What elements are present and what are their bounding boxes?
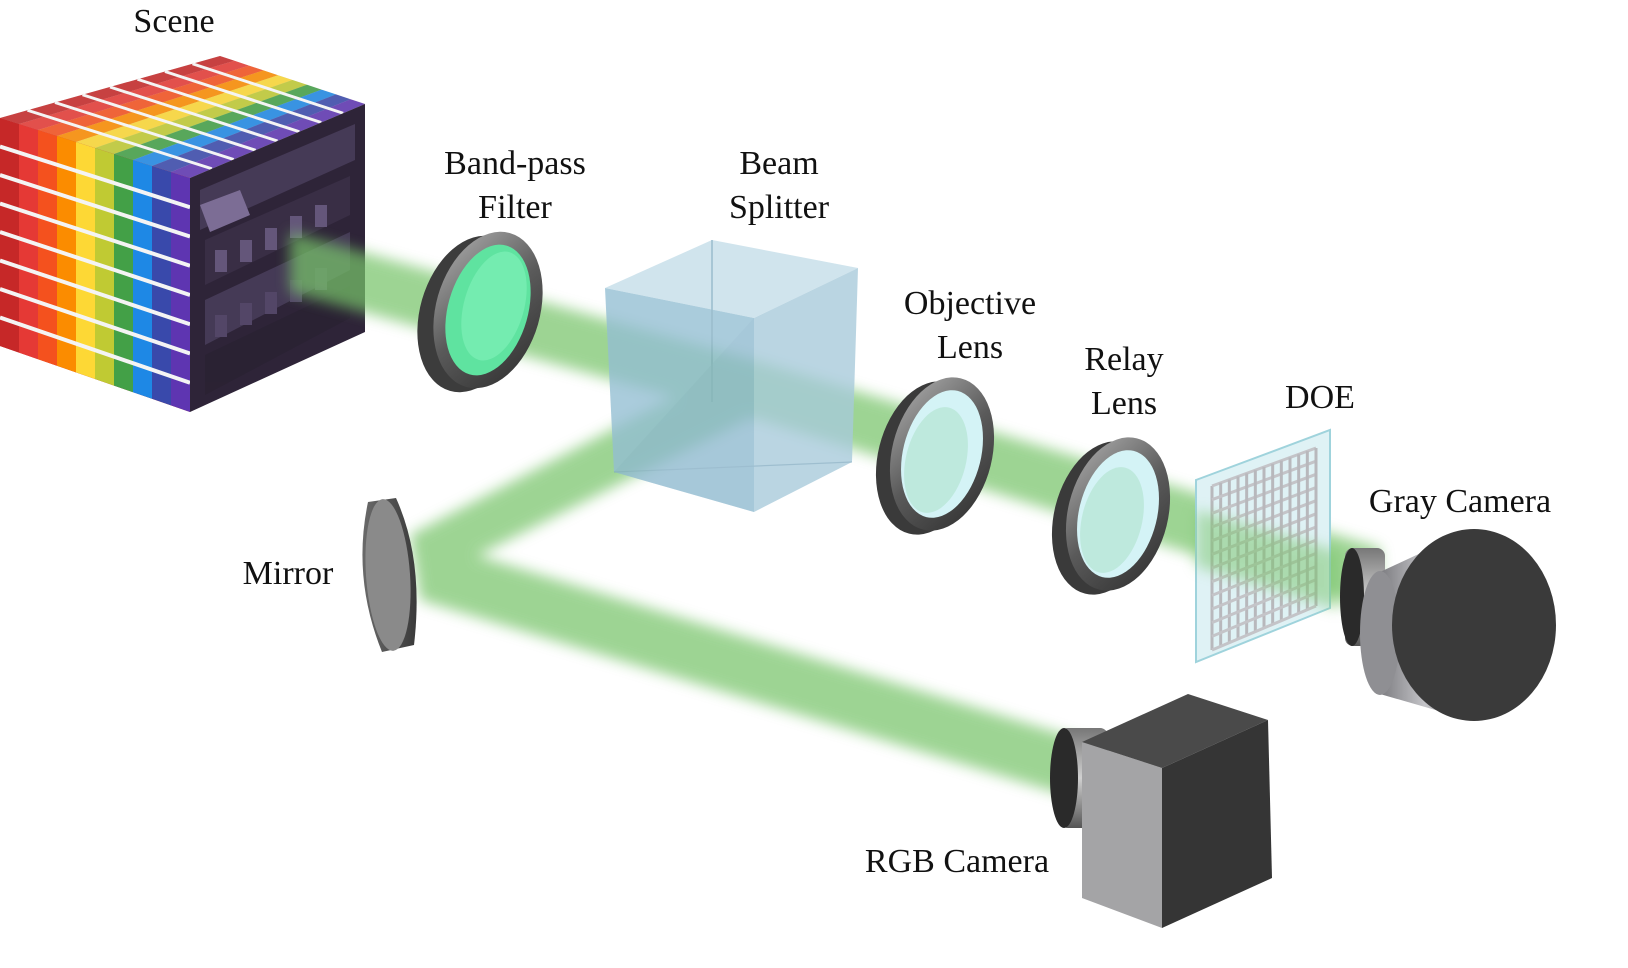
label-mirror-text: Mirror (242, 555, 334, 592)
label-rgb-camera: RGB Camera (852, 840, 1062, 884)
beam-through-doe (1196, 510, 1340, 610)
label-mirror: Mirror (232, 552, 344, 596)
label-bandpass-filter: Band-pass Filter (420, 142, 610, 230)
beam-splitter-front (605, 288, 754, 512)
mirror (362, 498, 417, 652)
spectral-slice-line (0, 173, 191, 239)
doe-grid-line (1211, 604, 1317, 652)
label-bandpass-line1: Band-pass (444, 145, 586, 182)
spectral-slice-line (0, 287, 191, 356)
spectral-slice-line (0, 315, 191, 385)
spectral-slice-line-top (164, 70, 322, 124)
label-objective-line2: Lens (936, 329, 1004, 366)
scene-cube-top-stripes (0, 56, 365, 178)
label-scene-text: Scene (133, 3, 215, 40)
scene-building-image (200, 124, 355, 395)
label-gray-camera-text: Gray Camera (1368, 483, 1552, 520)
rgb-camera-top (1082, 694, 1268, 768)
spectral-slice-line-top (54, 101, 235, 161)
scene-cube-front-stripes (0, 118, 191, 412)
spectral-slice-line (0, 258, 191, 327)
label-gray-camera: Gray Camera (1352, 480, 1568, 524)
spectral-slice-line-top (192, 62, 344, 115)
spectral-slice-line (0, 144, 191, 210)
spectral-slice-line-top (27, 108, 213, 171)
beam-mirror-to-rgb (410, 535, 1088, 802)
label-objective-line1: Objective (903, 285, 1037, 322)
spectral-slice-line-top (82, 93, 257, 152)
beam-splitter-top (605, 240, 858, 318)
spectral-slice-line (0, 201, 191, 268)
label-scene: Scene (122, 0, 226, 44)
bandpass-filter (417, 231, 543, 393)
label-beam-splitter: Beam Splitter (704, 142, 854, 230)
label-relay-lens: Relay Lens (1064, 338, 1184, 426)
label-objective-lens: Objective Lens (884, 282, 1056, 370)
gray-camera (1340, 529, 1556, 721)
label-doe-text: DOE (1285, 379, 1355, 416)
scene-cube (0, 56, 365, 412)
rgb-camera (1050, 694, 1272, 928)
label-rgb-camera-text: RGB Camera (864, 843, 1050, 880)
label-beam-splitter-line1: Beam (739, 145, 819, 182)
spectral-slice-line-top (109, 85, 278, 143)
label-doe: DOE (1270, 376, 1370, 420)
beam-splitter-cube (605, 240, 858, 512)
spectral-slice-line (0, 230, 191, 297)
label-bandpass-line2: Filter (478, 189, 552, 226)
label-relay-line1: Relay (1084, 341, 1164, 378)
relay-lens (1051, 437, 1171, 595)
rgb-camera-side (1162, 720, 1272, 928)
beam-splitter-side (754, 268, 858, 512)
spectral-slice-line-top (137, 77, 300, 134)
doe-grid-line (1211, 591, 1317, 638)
label-beam-splitter-line2: Splitter (728, 189, 830, 226)
objective-lens (875, 377, 995, 535)
label-relay-line2: Lens (1090, 385, 1158, 422)
rgb-camera-front (1082, 742, 1162, 928)
